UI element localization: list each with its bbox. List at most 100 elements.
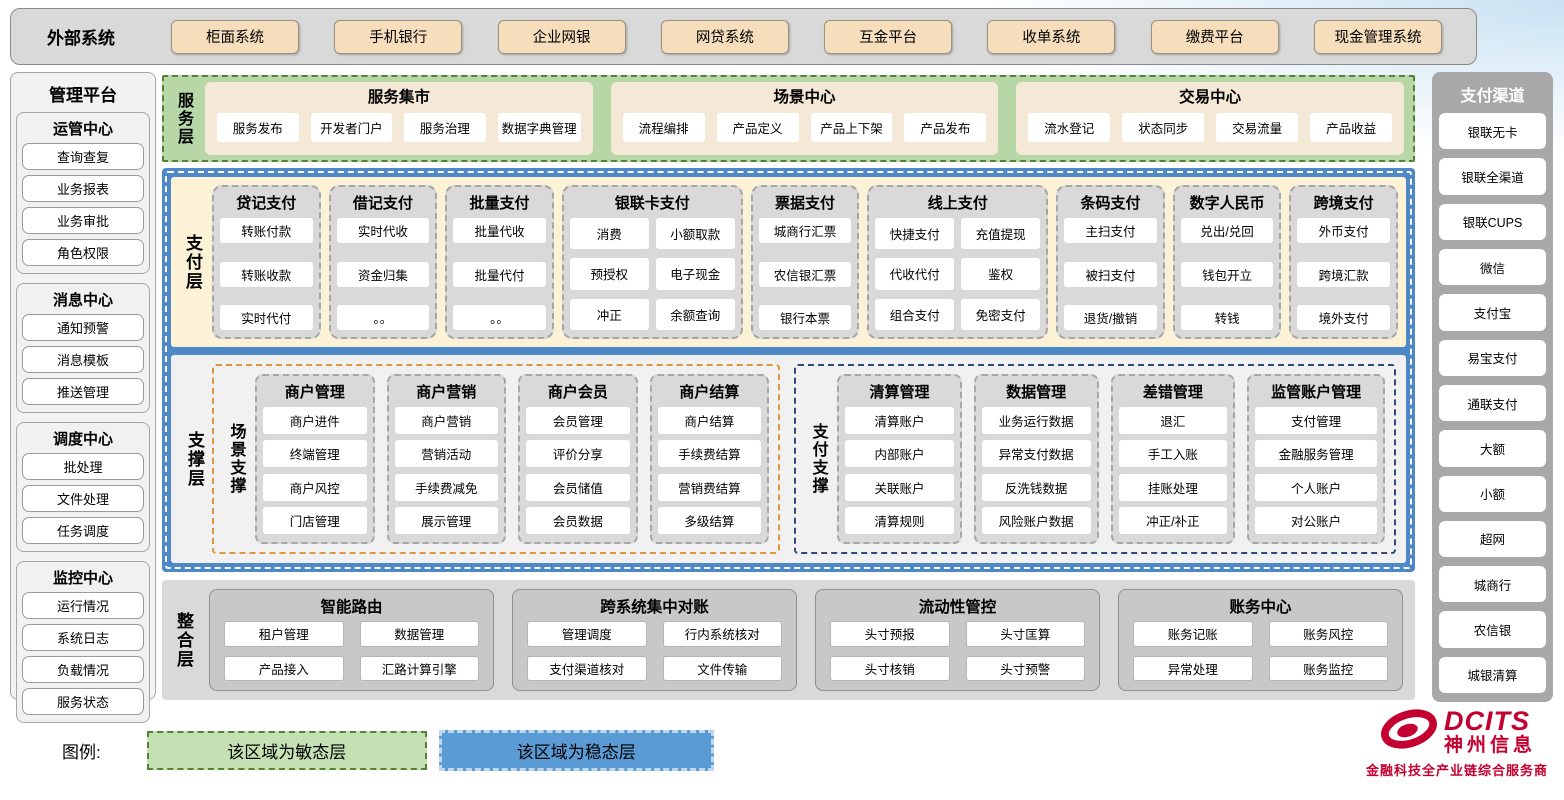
service-item: 流水登记: [1028, 113, 1111, 142]
integration-item: 账务风控: [1268, 621, 1388, 647]
channel-box: 农信银: [1439, 611, 1546, 648]
integration-item: 头寸匡算: [965, 621, 1085, 647]
payment-layer-label: 支付层: [183, 233, 202, 291]
management-item: 查询查复: [22, 143, 144, 170]
support-column-items: 退汇手工入账挂账处理冲正/补正: [1118, 407, 1228, 534]
service-item: 数据字典管理: [497, 113, 581, 142]
support-column-title: 监管账户管理: [1271, 384, 1362, 401]
payment-column-title: 借记支付: [352, 195, 413, 212]
dcits-logo-top: DCITS 神州信息: [1378, 706, 1536, 757]
payment-column: 数字人民币兑出/兑回钱包开立转钱: [1172, 185, 1282, 339]
support-item: 商户进件: [263, 407, 367, 434]
support-item: 商户结算: [657, 407, 762, 434]
support-item: 对公账户: [1255, 506, 1378, 534]
support-group-columns: 商户管理商户进件终端管理商户风控门店管理商户营销商户营销营销活动手续费减免展示管…: [255, 374, 770, 544]
service-item: 开发者门户: [310, 113, 393, 142]
payment-column-items: 城商行汇票农信银汇票银行本票: [758, 218, 852, 330]
support-column-items: 商户结算手续费结算营销费结算多级结算: [657, 407, 762, 534]
service-center-title: 交易中心: [1179, 89, 1242, 106]
payment-column-title: 贷记支付: [236, 195, 297, 212]
integration-item: 异常处理: [1133, 655, 1253, 681]
payment-column-title: 批量支付: [469, 195, 530, 212]
payment-item: 银行本票: [758, 305, 852, 330]
service-item: 产品定义: [716, 113, 799, 142]
payment-item: 鉴权: [961, 258, 1041, 290]
payment-item: 境外支付: [1297, 305, 1390, 330]
service-layer-groups: 服务集市服务发布开发者门户服务治理数据字典管理场景中心流程编排产品定义产品上下架…: [205, 82, 1405, 155]
management-item: 负载情况: [22, 656, 144, 683]
integration-group: 账务中心账务记账账务风控异常处理账务监控: [1118, 589, 1403, 691]
support-column-items: 商户营销营销活动手续费减免展示管理: [394, 407, 499, 534]
support-item: 营销费结算: [657, 473, 762, 501]
dcits-logo-cn: 神州信息: [1443, 734, 1536, 756]
support-item: 冲正/补正: [1118, 506, 1228, 534]
payment-column: 票据支付城商行汇票农信银汇票银行本票: [750, 185, 860, 339]
integration-group-title: 流动性管控: [918, 599, 997, 616]
integration-group-title: 智能路由: [320, 599, 383, 616]
integration-layer-groups: 智能路由租户管理数据管理产品接入汇路计算引擎跨系统集中对账管理调度行内系统核对支…: [209, 589, 1403, 691]
service-center-title: 服务集市: [367, 89, 430, 106]
support-column-items: 支付管理金融服务管理个人账户对公账户: [1255, 407, 1378, 534]
external-system-box: 柜面系统: [171, 19, 299, 54]
support-item: 清算账户: [845, 407, 954, 434]
integration-group-items: 账务记账账务风控异常处理账务监控: [1133, 621, 1388, 681]
payment-column-items: 消费小额取款预授权电子现金冲正余额查询: [569, 218, 735, 330]
management-group: 运管中心查询查复业务报表业务审批角色权限: [16, 112, 150, 274]
management-group-title: 消息中心: [52, 292, 113, 309]
legend-agile-layer: 该区域为敏态层: [146, 731, 427, 770]
support-item: 反洗钱数据: [981, 473, 1091, 501]
support-item: 业务运行数据: [981, 407, 1091, 434]
service-center-group: 服务集市服务发布开发者门户服务治理数据字典管理: [205, 82, 593, 155]
payment-item: 代收代付: [875, 258, 955, 290]
integration-item: 文件传输: [662, 655, 782, 681]
integration-item: 头寸核销: [830, 655, 950, 681]
integration-item: 租户管理: [224, 621, 344, 647]
integration-group-title: 跨系统集中对账: [600, 599, 709, 616]
external-system-box: 缴费平台: [1150, 19, 1279, 54]
external-system-box: 网贷系统: [660, 19, 789, 54]
management-platform-title: 管理平台: [49, 86, 117, 105]
payment-column-items: 实时代收资金归集。。: [336, 218, 430, 330]
support-item: 商户营销: [394, 407, 499, 434]
management-item: 文件处理: [22, 485, 144, 512]
payment-column-items: 兑出/兑回钱包开立转钱: [1180, 218, 1274, 330]
payment-item: 预授权: [569, 258, 649, 290]
support-item: 多级结算: [657, 506, 762, 534]
support-group-label: 场景支撑: [227, 423, 245, 495]
payment-column-title: 银联卡支付: [614, 195, 690, 212]
management-group-items: 通知预警消息模板推送管理: [22, 314, 144, 405]
integration-item: 管理调度: [527, 621, 647, 647]
support-column-items: 业务运行数据异常支付数据反洗钱数据风险账户数据: [981, 407, 1091, 534]
support-column: 商户管理商户进件终端管理商户风控门店管理: [255, 374, 375, 544]
channel-box: 银联无卡: [1439, 113, 1546, 150]
support-item: 金融服务管理: [1255, 440, 1378, 468]
external-system-box: 收单系统: [987, 19, 1116, 54]
support-item: 手续费结算: [657, 440, 762, 468]
payment-item: 城商行汇票: [758, 218, 852, 243]
support-item: 手续费减免: [394, 473, 499, 501]
management-item: 系统日志: [22, 624, 144, 651]
service-item: 流程编排: [622, 113, 705, 142]
management-item: 任务调度: [22, 517, 144, 544]
payment-item: 农信银汇票: [758, 261, 852, 287]
payment-column: 批量支付批量代收批量代付。。: [445, 185, 554, 339]
payment-item: 批量代付: [453, 261, 546, 287]
payment-column: 贷记支付转账付款转账收款实时代付: [212, 185, 321, 339]
service-item: 服务发布: [217, 113, 299, 142]
service-item: 状态同步: [1122, 113, 1205, 142]
payment-item: 充值提现: [961, 218, 1041, 250]
support-column-title: 商户营销: [416, 384, 477, 401]
service-center-title: 场景中心: [773, 89, 836, 106]
integration-group: 流动性管控头寸预报头寸匡算头寸核销头寸预警: [815, 589, 1100, 691]
support-layer-label: 支撑层: [185, 430, 204, 488]
support-layer-groups: 场景支撑商户管理商户进件终端管理商户风控门店管理商户营销商户营销营销活动手续费减…: [212, 364, 1396, 554]
channel-box: 小额: [1439, 475, 1546, 512]
management-item: 业务审批: [22, 207, 144, 234]
payment-channels-title: 支付渠道: [1460, 88, 1525, 105]
integration-item: 产品接入: [224, 655, 344, 681]
support-item: 商户风控: [263, 473, 367, 501]
management-item: 消息模板: [22, 346, 144, 373]
payment-item: 批量代收: [453, 218, 546, 243]
payment-item: 转账收款: [220, 261, 313, 287]
